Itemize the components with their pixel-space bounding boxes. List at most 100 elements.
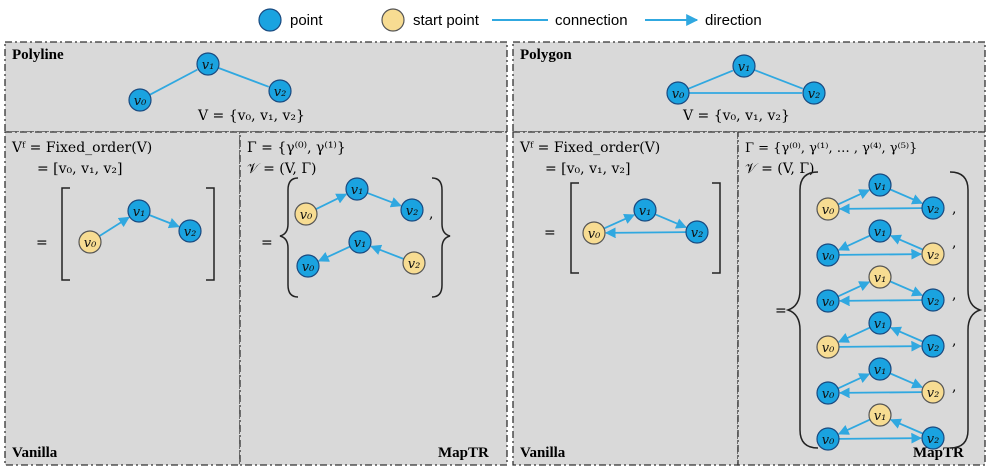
point-node bbox=[127, 199, 151, 223]
legend-point-label: point bbox=[290, 12, 323, 29]
point-node bbox=[868, 357, 892, 381]
node-label-v2: v₂ bbox=[927, 294, 940, 309]
legend-direction-label: direction bbox=[705, 12, 762, 29]
node-label-v1: v₁ bbox=[874, 363, 887, 378]
legend-point-marker bbox=[258, 8, 282, 32]
legend: point start point connection direction bbox=[258, 8, 762, 32]
node-label-v2: v₂ bbox=[184, 225, 197, 240]
polyline-vanilla-line2: = [v₀, v₁, v₂] bbox=[37, 161, 122, 177]
polyline-vanilla-right-bracket bbox=[206, 187, 215, 281]
polyline-maptr-line1: Γ = {γ⁽⁰⁾, γ⁽¹⁾} bbox=[247, 140, 346, 156]
polygon-maptr-panel bbox=[737, 131, 986, 466]
point-node bbox=[816, 243, 840, 267]
polygon-maptr-eq: = bbox=[775, 303, 787, 319]
comma: , bbox=[952, 333, 956, 349]
node-label-v0: v₀ bbox=[822, 203, 835, 218]
direction-arrow bbox=[837, 373, 871, 390]
node-label-v1: v₁ bbox=[351, 183, 364, 198]
polyline-top-panel bbox=[4, 41, 508, 133]
node-label-v0: v₀ bbox=[822, 295, 835, 310]
start-point-node bbox=[921, 380, 945, 404]
polygon-vanilla-eq: = bbox=[544, 225, 556, 241]
node-label-v2: v₂ bbox=[927, 432, 940, 447]
point-node bbox=[732, 54, 756, 78]
node-label-v1: v₁ bbox=[874, 271, 887, 286]
legend-connection-label: connection bbox=[555, 12, 628, 29]
point-node bbox=[296, 254, 320, 278]
node-label-v0: v₀ bbox=[822, 433, 835, 448]
legend-start-point-marker bbox=[381, 8, 405, 32]
legend-start-point-label: start point bbox=[413, 12, 480, 29]
start-point-node bbox=[816, 197, 840, 221]
commas: , , , , , , bbox=[429, 201, 956, 395]
node-label-v1: v₁ bbox=[874, 225, 887, 240]
start-point-node bbox=[402, 251, 426, 275]
comma: , bbox=[952, 201, 956, 217]
point-node bbox=[921, 426, 945, 450]
point-node bbox=[921, 196, 945, 220]
direction-arrow bbox=[837, 326, 871, 343]
direction-arrow bbox=[603, 214, 636, 230]
direction-arrow bbox=[890, 234, 924, 251]
comma: , bbox=[952, 287, 956, 303]
connection-line bbox=[753, 69, 804, 90]
point-node bbox=[868, 219, 892, 243]
polyline-maptr-eq: = bbox=[261, 235, 273, 251]
point-node bbox=[128, 88, 152, 112]
node-label-v2: v₂ bbox=[408, 257, 421, 272]
polygon-vanilla-line2: = [v₀, v₁, v₂] bbox=[545, 161, 630, 177]
direction-arrow bbox=[837, 189, 871, 206]
start-point-node bbox=[816, 335, 840, 359]
direction-arrow bbox=[838, 295, 923, 307]
point-node bbox=[633, 198, 657, 222]
direction-arrow bbox=[838, 387, 923, 399]
point-node bbox=[816, 381, 840, 405]
node-label-v0: v₀ bbox=[822, 249, 835, 264]
connection-line bbox=[687, 69, 734, 90]
node-label-v1: v₁ bbox=[874, 409, 887, 424]
point-node bbox=[921, 288, 945, 312]
point-node bbox=[666, 81, 690, 105]
polygon-maptr-left-brace bbox=[785, 171, 819, 449]
polyline-maptr-left-brace bbox=[279, 177, 299, 298]
polyline-set-def: V = {v₀, v₁, v₂} bbox=[197, 108, 305, 124]
node-label-v2: v₂ bbox=[927, 202, 940, 217]
direction-arrow bbox=[837, 234, 871, 251]
start-point-node bbox=[294, 202, 318, 226]
node-label-v2: v₂ bbox=[691, 226, 704, 241]
direction-arrow bbox=[370, 244, 405, 260]
node-label-v0: v₀ bbox=[822, 387, 835, 402]
node-label-v0: v₀ bbox=[588, 227, 601, 242]
direction-arrow bbox=[366, 192, 402, 208]
point-node bbox=[178, 219, 202, 243]
polyline-vanilla-label: Vanilla bbox=[12, 445, 58, 461]
node-label-v0: v₀ bbox=[302, 260, 315, 275]
polygon-maptr-label: MapTR bbox=[913, 445, 964, 461]
polygon-vanilla-panel bbox=[512, 131, 739, 466]
polygon-vanilla-right-bracket bbox=[712, 182, 721, 274]
direction-arrow bbox=[890, 418, 924, 435]
direction-arrow bbox=[654, 213, 687, 229]
polyline-vanilla-panel bbox=[4, 131, 241, 466]
direction-arrow bbox=[604, 227, 687, 239]
direction-arrow bbox=[838, 340, 923, 352]
node-label-v1: v₁ bbox=[354, 236, 367, 251]
polygon-vanilla-left-bracket bbox=[570, 182, 579, 274]
comma: , bbox=[952, 235, 956, 251]
point-node bbox=[196, 52, 220, 76]
node-label-v0: v₀ bbox=[300, 208, 313, 223]
direction-arrow bbox=[98, 216, 130, 237]
polygon-title: Polygon bbox=[520, 47, 572, 63]
direction-arrow bbox=[838, 203, 923, 215]
node-label-v1: v₁ bbox=[874, 179, 887, 194]
direction-arrow bbox=[889, 188, 923, 205]
point-node bbox=[816, 289, 840, 313]
direction-arrow bbox=[837, 418, 871, 435]
polyline-maptr-panel bbox=[239, 131, 508, 466]
node-label-v0: v₀ bbox=[134, 94, 147, 109]
node-label-v1: v₁ bbox=[738, 60, 751, 75]
node-label-v1: v₁ bbox=[639, 204, 652, 219]
point-node bbox=[348, 230, 372, 254]
polygon-maptr-line1: Γ = {γ⁽⁰⁾, γ⁽¹⁾, … , γ⁽⁴⁾, γ⁽⁵⁾} bbox=[745, 141, 917, 156]
direction-arrow bbox=[838, 432, 923, 444]
